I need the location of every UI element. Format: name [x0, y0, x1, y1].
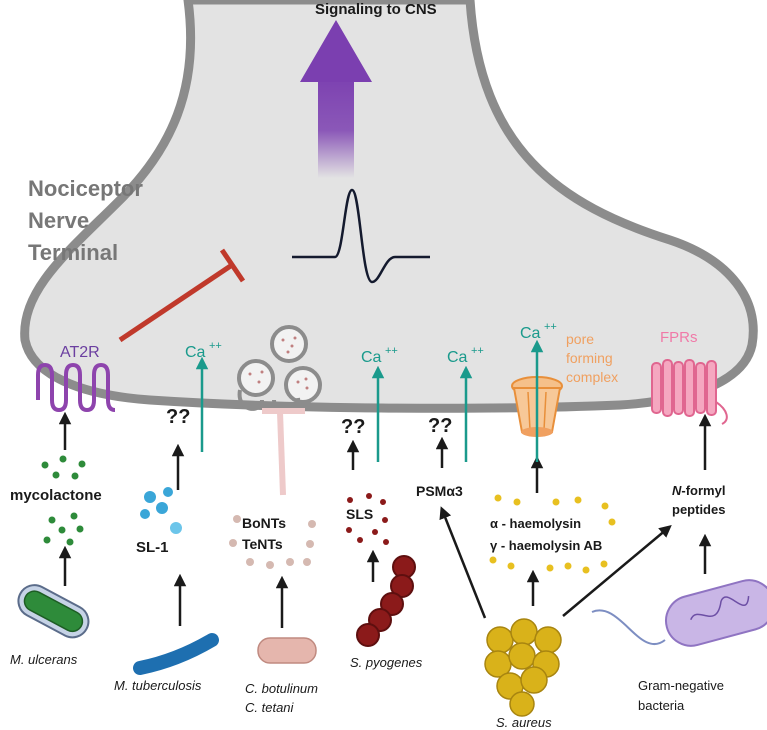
terminal-label-line1: Nociceptor: [28, 176, 143, 201]
svg-text:Ca: Ca: [520, 325, 541, 342]
alpha-haemolysin-label: α - haemolysin: [490, 516, 581, 531]
mycolactone-label: mycolactone: [10, 487, 102, 504]
svg-text:++: ++: [209, 340, 222, 352]
svg-text:Ca: Ca: [185, 344, 206, 361]
bont-particles: [229, 515, 316, 569]
action-potential-trace: [292, 188, 430, 284]
sls-particles: [346, 493, 389, 545]
gamma-haemolysin-label: γ - haemolysin AB: [490, 538, 602, 553]
bonts-label: BoNTs: [242, 515, 286, 531]
m-tuberculosis-label: M. tuberculosis: [114, 678, 202, 693]
s-pyogenes-icon: [356, 555, 416, 647]
m-tuberculosis-icon: [133, 633, 219, 675]
mycolactone-particles: [41, 455, 86, 546]
terminal-label-line3: Terminal: [28, 240, 118, 265]
svg-text:Ca: Ca: [361, 349, 382, 366]
svg-text:peptides: peptides: [672, 502, 725, 517]
calcium-label-2: Ca ++: [361, 345, 398, 366]
fprs-label: FPRs: [660, 329, 698, 346]
gram-negative-label-line1: Gram-negative: [638, 678, 724, 693]
n-formyl-label: N-formyl peptides: [672, 483, 725, 517]
psma3-label: PSMα3: [416, 483, 463, 499]
calcium-label-4: Ca ++: [520, 321, 557, 342]
calcium-label-1: Ca ++: [185, 340, 222, 361]
unknown-mark-1: ??: [166, 406, 190, 428]
gram-negative-label-line2: bacteria: [638, 698, 685, 713]
black-arrows: [58, 411, 712, 628]
vesicle-contents: [248, 336, 309, 390]
svg-text:N-formyl: N-formyl: [672, 483, 725, 498]
terminal-label-line2: Nerve: [28, 208, 89, 233]
svg-text:Ca: Ca: [447, 349, 468, 366]
unknown-mark-3: ??: [428, 415, 452, 437]
c-botulinum-icon: [257, 637, 317, 664]
s-aureus-label: S. aureus: [496, 715, 552, 730]
m-ulcerans-icon: [17, 584, 90, 639]
at2r-receptor-icon: [36, 362, 116, 413]
haemolysin-particles: [489, 494, 616, 574]
unknown-mark-2: ??: [341, 416, 365, 438]
svg-text:++: ++: [471, 345, 484, 357]
svg-text:++: ++: [544, 321, 557, 333]
sl1-particles: [140, 487, 182, 534]
sl1-label: SL-1: [136, 539, 169, 556]
c-botulinum-label: C. botulinum: [245, 681, 318, 696]
c-tetani-label: C. tetani: [245, 700, 295, 715]
s-aureus-icon: [484, 618, 562, 717]
signal-arrow: [300, 20, 372, 178]
tents-label: TeNTs: [242, 536, 283, 552]
bont-block-symbol: [262, 408, 305, 496]
inhibition-symbol: [118, 248, 246, 343]
pore-label-line3: complex: [566, 369, 618, 385]
nerve-terminal-membrane: [20, 0, 758, 413]
fprs-receptor-icon: [651, 359, 728, 425]
calcium-label-3: Ca ++: [447, 345, 484, 366]
pore-label-line1: pore: [566, 331, 594, 347]
pore-label-line2: forming: [566, 350, 613, 366]
gram-negative-icon: [591, 579, 767, 647]
diagram-title: Signaling to CNS: [315, 1, 437, 18]
m-ulcerans-label: M. ulcerans: [10, 652, 78, 667]
svg-text:++: ++: [385, 345, 398, 357]
teal-calcium-arrows: [195, 339, 544, 462]
vesicle-cluster: [237, 325, 322, 412]
at2r-label: AT2R: [60, 344, 100, 361]
sls-label: SLS: [346, 506, 373, 522]
s-pyogenes-label: S. pyogenes: [350, 655, 423, 670]
